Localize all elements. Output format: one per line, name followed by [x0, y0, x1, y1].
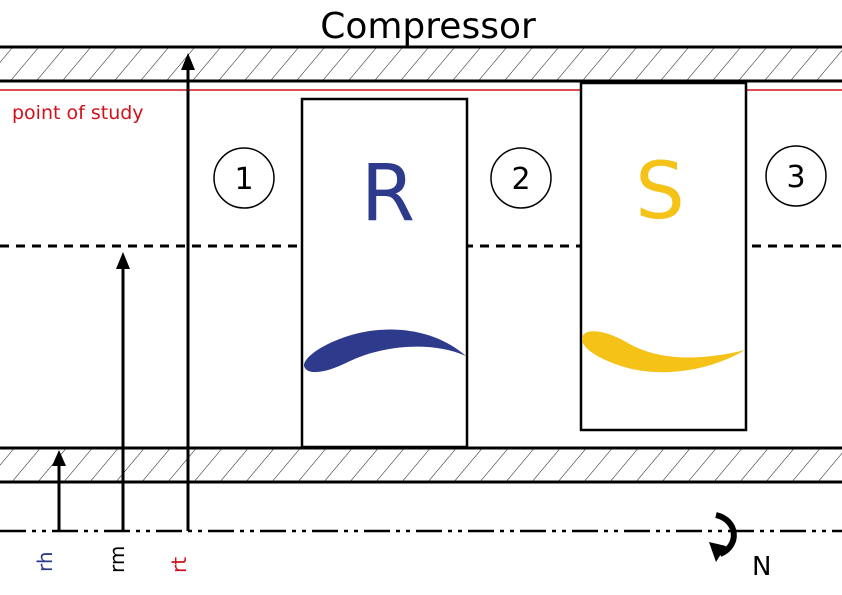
station-3: 3 — [765, 145, 827, 207]
station-3-label: 3 — [786, 160, 805, 195]
hub-radius-label: rh — [33, 551, 57, 572]
point-of-study-label: point of study — [12, 102, 144, 124]
stator-blade-profile — [581, 331, 745, 373]
hub-radius-arrow — [52, 450, 66, 531]
station-1: 1 — [213, 147, 275, 209]
rotor-box — [300, 97, 469, 449]
casing-wall — [0, 45, 842, 83]
mid-radius-label: rm — [105, 546, 129, 573]
stator-label: S — [635, 147, 685, 237]
rotation-label: N — [752, 552, 771, 582]
rotation-arrow-icon — [709, 512, 737, 562]
station-2: 2 — [490, 147, 552, 209]
stator-box — [579, 81, 748, 432]
station-1-label: 1 — [234, 162, 253, 197]
station-2-label: 2 — [511, 162, 530, 197]
rotor-blade-profile — [303, 329, 466, 373]
tip-radius-arrow — [181, 53, 195, 531]
rotor-label: R — [361, 149, 415, 239]
hub-wall — [0, 446, 842, 484]
diagram-title: Compressor — [320, 6, 536, 47]
tip-radius-label: rt — [167, 557, 191, 573]
mid-radius-arrow — [116, 252, 130, 531]
